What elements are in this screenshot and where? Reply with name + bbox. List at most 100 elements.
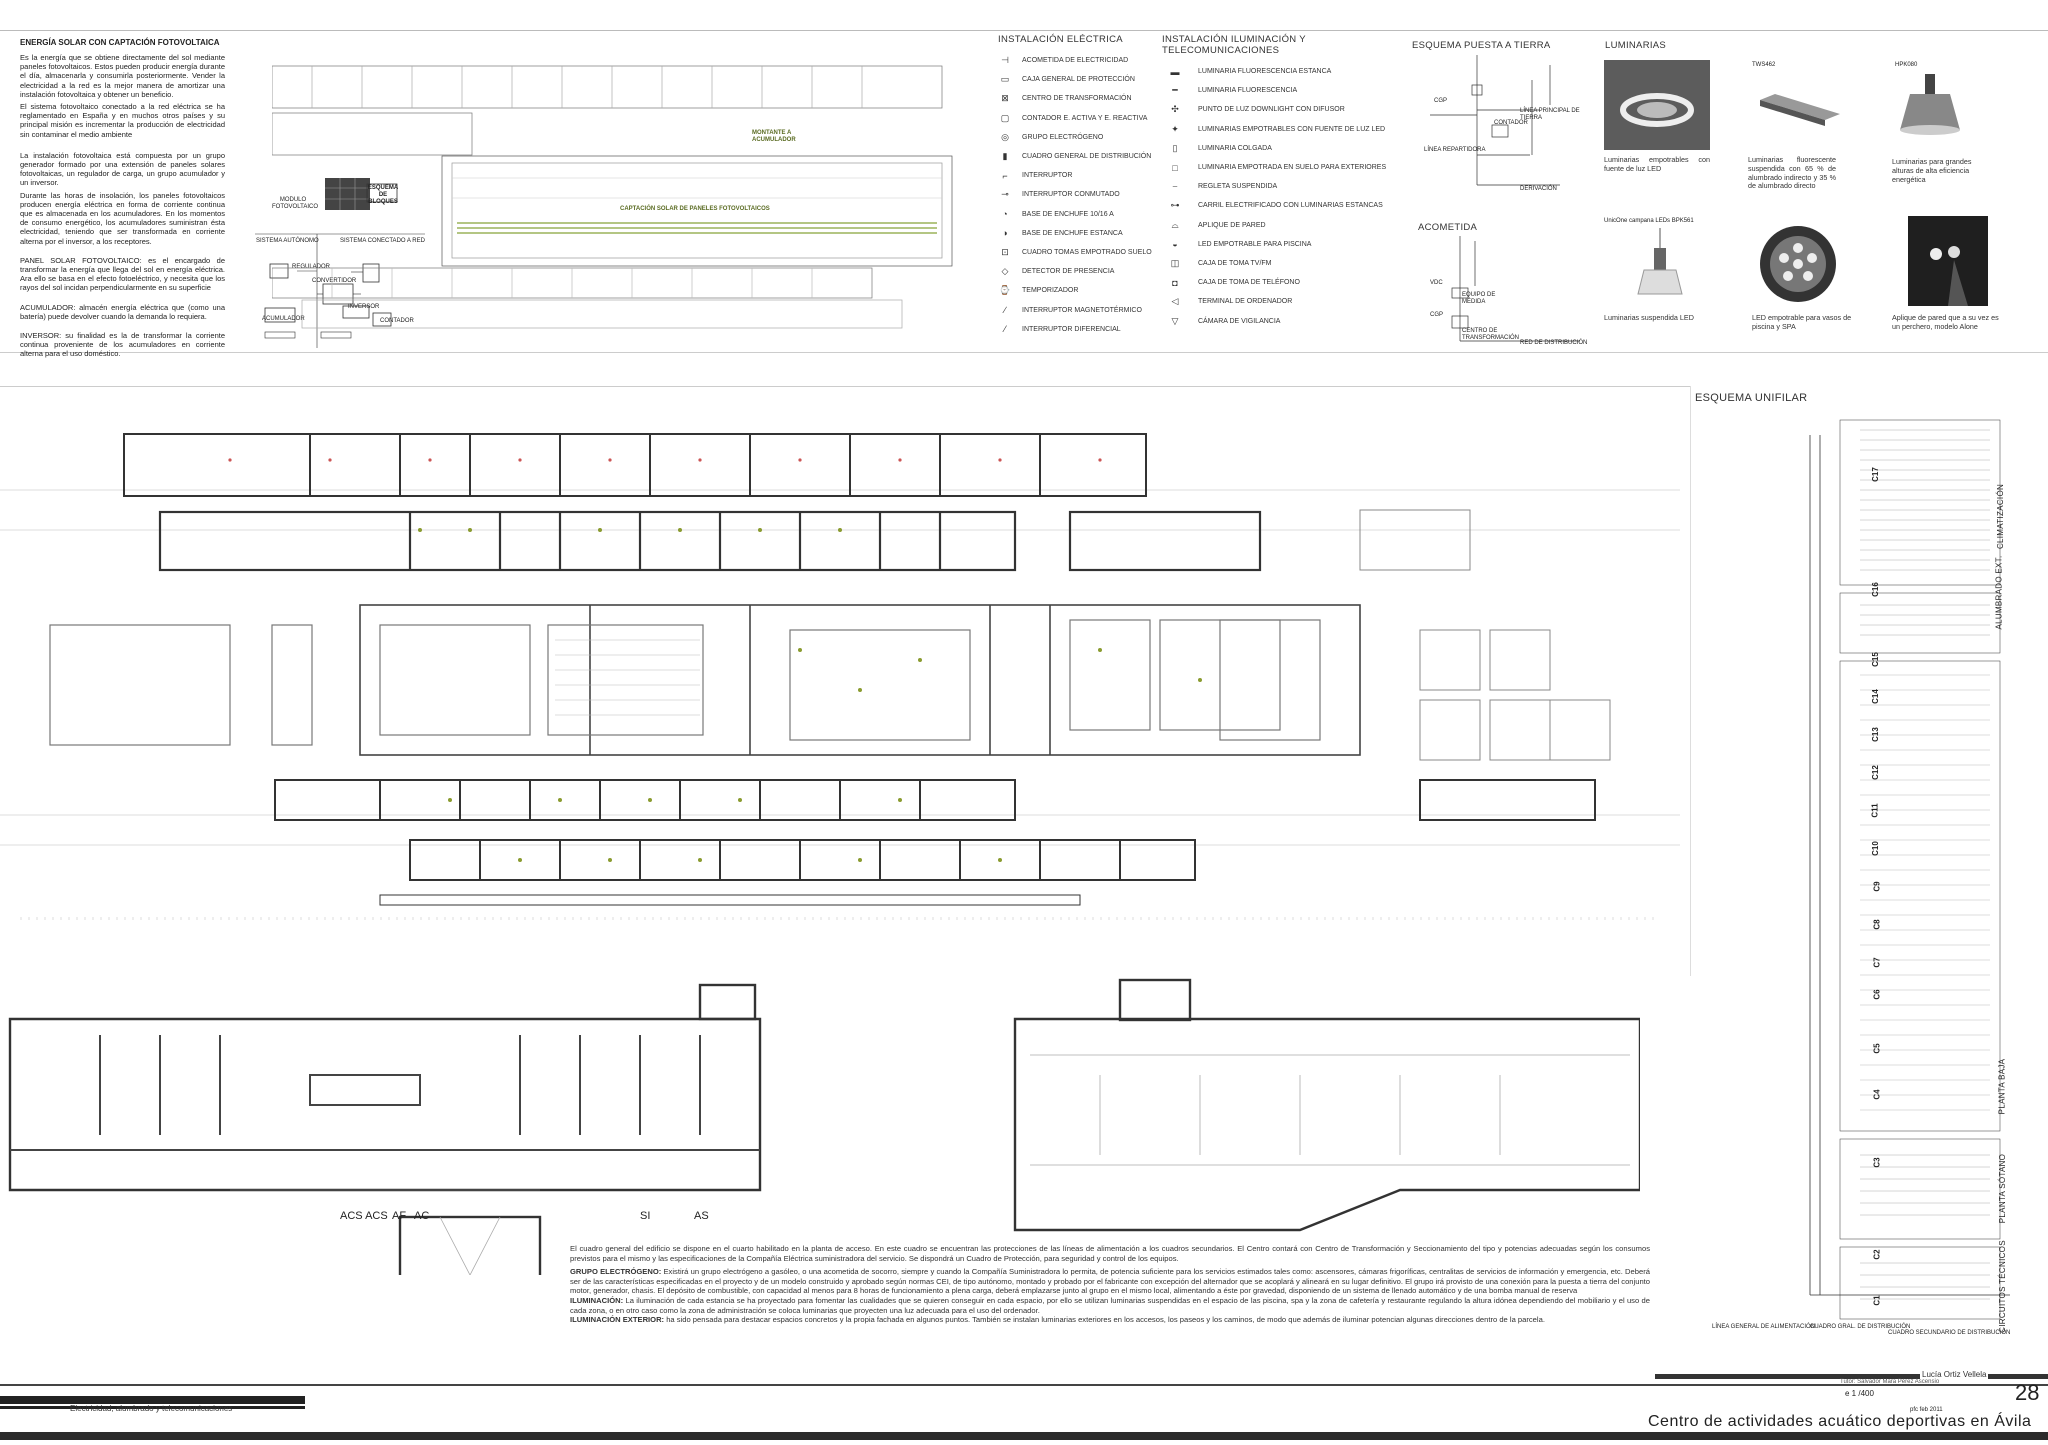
tierra-header: ESQUEMA PUESTA A TIERRA <box>1412 40 1551 51</box>
circuit-label: C15 <box>1870 652 1880 667</box>
camera-icon: ▽ <box>1171 315 1179 326</box>
legend-item: ◁TERMINAL DE ORDENADOR <box>1162 292 1392 311</box>
luminaria-model: UnicOne campana LEDs BPK561 <box>1604 218 1694 224</box>
solar-paragraph: El sistema fotovoltaico conectado a la r… <box>20 102 225 139</box>
luminaria-photo-pool-led <box>1752 218 1842 310</box>
legend-item: ▢CONTADOR E. ACTIVA Y E. REACTIVA <box>998 109 1168 128</box>
differential-icon: ⁄ <box>1004 324 1006 335</box>
plan-area-right-edge <box>1690 386 1691 976</box>
diagram-label: ACUMULADOR <box>262 316 305 322</box>
legend-item: ⎯REGLETA SUSPENDIDA <box>1162 177 1392 196</box>
legend-item: ✦LUMINARIAS EMPOTRABLES CON FUENTE DE LU… <box>1162 120 1392 139</box>
led-recessed-icon: ✦ <box>1171 123 1179 134</box>
panel-icon: ▮ <box>1002 151 1008 162</box>
luminaria-photo-wall-light <box>1908 216 1988 306</box>
batten-icon: ⎯ <box>1172 181 1178 192</box>
transformer-icon: ⊠ <box>1001 93 1009 104</box>
tv-outlet-icon: ◫ <box>1170 257 1180 268</box>
solar-paragraph: Durante las horas de insolación, los pan… <box>20 190 225 246</box>
legend-item: ⊸INTERRUPTOR CONMUTADO <box>998 185 1168 204</box>
acometida-label: EQUIPO DE MEDIDA <box>1462 292 1496 305</box>
legend-item: ⊶CARRIL ELECTRIFICADO CON LUMINARIAS EST… <box>1162 196 1392 215</box>
luminaria-model: TWS462 <box>1752 62 1776 68</box>
solar-paragraph: PANEL SOLAR FOTOVOLTAICO: es el encargad… <box>20 255 225 293</box>
track-icon: ⊶ <box>1170 200 1180 211</box>
ground-floor-plan <box>0 433 1680 920</box>
solar-block-diagram <box>255 178 425 348</box>
legend-item: ⊣ACOMETIDA DE ELECTRICIDAD <box>998 51 1168 70</box>
tierra-label: DERIVACIÓN <box>1520 186 1557 192</box>
luminaria-caption: LED empotrable para vasos de piscina y S… <box>1752 313 1852 331</box>
footer-subject: Electricidad, alumbrado y telecomunicaci… <box>70 1404 233 1413</box>
circuit-label: C17 <box>1870 467 1880 482</box>
diagram-label: REGULADOR <box>292 264 331 270</box>
legend-item: ◘CAJA DE TOMA DE TELÉFONO <box>1162 273 1392 292</box>
circuit-group-label: CLIMATIZACIÓN <box>1996 483 2006 550</box>
plan-label-af: AF <box>392 1210 407 1222</box>
diagram-label: ESQUEMA DE BLOQUES <box>367 185 399 205</box>
solar-panel: ENERGÍA SOLAR CON CAPTACIÓN FOTOVOLTAICA… <box>20 38 225 359</box>
luminarias-header: LUMINARIAS <box>1605 40 1667 51</box>
solar-title: ENERGÍA SOLAR CON CAPTACIÓN FOTOVOLTAICA <box>20 38 220 47</box>
legend-item: ◇DETECTOR DE PRESENCIA <box>998 262 1168 281</box>
legend-item: ⌐INTERRUPTOR <box>998 166 1168 185</box>
luminaria-caption: Luminarias fluorescente suspendida con 6… <box>1748 155 1836 191</box>
luminaria-model: HPK080 <box>1895 62 1918 68</box>
diagram-label: SISTEMA AUTÓNOMO <box>256 238 319 244</box>
solar-roof-plan <box>272 65 953 329</box>
legend-item: ∕INTERRUPTOR MAGNETOTÉRMICO <box>998 300 1168 319</box>
luminaria-caption: Luminarias suspendida LED <box>1604 313 1694 322</box>
presence-detector-icon: ◇ <box>1001 266 1009 277</box>
legend-item: ✣PUNTO DE LUZ DOWNLIGHT CON DIFUSOR <box>1162 100 1392 119</box>
circuit-label: C9 <box>1872 881 1882 892</box>
circuit-label: C2 <box>1872 1249 1882 1260</box>
legend-item: ◒LED EMPOTRABLE PARA PISCINA <box>1162 235 1392 254</box>
plan-area-top-edge <box>0 386 1690 387</box>
legend-item: ◑BASE DE ENCHUFE ESTANCA <box>998 224 1168 243</box>
diagram-label: INVERSOR <box>348 304 380 310</box>
computer-terminal-icon: ◁ <box>1171 296 1179 307</box>
circuit-label: C6 <box>1872 989 1882 1000</box>
footer-pfc: pfc feb 2011 <box>1910 1407 1943 1413</box>
meter-icon: ▢ <box>1000 112 1010 123</box>
unifilar-header: ESQUEMA UNIFILAR <box>1695 392 1808 404</box>
notes-paragraph: ILUMINACIÓN: La iluminación de cada esta… <box>570 1295 1650 1315</box>
acometida-label: CENTRO DE TRANSFORMACIÓN <box>1462 328 1519 341</box>
circuit-label: C13 <box>1870 727 1880 742</box>
solar-paragraph: La instalación fotovoltaica está compues… <box>20 150 225 188</box>
unifilar-bottom-label: LÍNEA GENERAL DE ALIMENTACIÓN <box>1712 1324 1816 1330</box>
circuit-label: C16 <box>1870 582 1880 597</box>
acometida-header: ACOMETIDA <box>1418 222 1478 233</box>
luminaria-caption: Luminarias empotrables con fuente de luz… <box>1604 155 1710 173</box>
tierra-label: CGP <box>1434 98 1448 104</box>
circuit-label: C7 <box>1872 957 1882 968</box>
footer-sheet-number: 28 <box>2015 1380 2040 1405</box>
socket-icon: ◔ <box>1002 209 1008 220</box>
cgp-icon: ▭ <box>1000 74 1010 85</box>
circuit-label: C12 <box>1870 765 1880 780</box>
unifilar-diagram <box>1809 419 2010 1320</box>
floor-light-icon: □ <box>1172 162 1178 173</box>
phone-outlet-icon: ◘ <box>1172 277 1178 288</box>
notes-block: El cuadro general del edificio se dispon… <box>570 1244 1650 1325</box>
legend-item: ▯LUMINARIA COLGADA <box>1162 139 1392 158</box>
luminaria-caption: Luminarias para grandes alturas de alta … <box>1892 157 1972 184</box>
legend-item: ⌓APLIQUE DE PARED <box>1162 216 1392 235</box>
top-frame-bottom <box>0 352 2048 353</box>
legend-item: ▬LUMINARIA FLUORESCENCIA ESTANCA <box>1162 62 1392 81</box>
legend-item: ▽CÁMARA DE VIGILANCIA <box>1162 311 1392 330</box>
fluorescent-waterproof-icon: ▬ <box>1170 66 1180 77</box>
footer-tutor: Tutor: Salvador Mara Pérez Ascensio <box>1840 1379 1940 1385</box>
legend-item: ⌚TEMPORIZADOR <box>999 285 1079 296</box>
circuit-label: C5 <box>1872 1043 1882 1054</box>
switch-icon: ⌐ <box>1002 170 1008 181</box>
tierra-label: LÍNEA PRINCIPAL DE TIERRA <box>1520 108 1580 121</box>
tierra-label: LÍNEA REPARTIDORA <box>1424 147 1486 153</box>
legend-item: ▮CUADRO GENERAL DE DISTRIBUCIÓN <box>998 147 1168 166</box>
unifilar-bottom-label: CUADRO SECUNDARIO DE DISTRIBUCIÓN <box>1888 1330 2011 1336</box>
legend-iluminacion-header: INSTALACIÓN ILUMINACIÓN Y TELECOMUNICACI… <box>1162 34 1306 56</box>
legend-item: ⊠CENTRO DE TRANSFORMACIÓN <box>998 89 1168 108</box>
tierra-label: CONTADOR <box>1494 120 1528 126</box>
circuit-group-label: ALUMBRADO EXT. <box>1994 555 2004 630</box>
floor-box-icon: ⊡ <box>1001 246 1009 257</box>
